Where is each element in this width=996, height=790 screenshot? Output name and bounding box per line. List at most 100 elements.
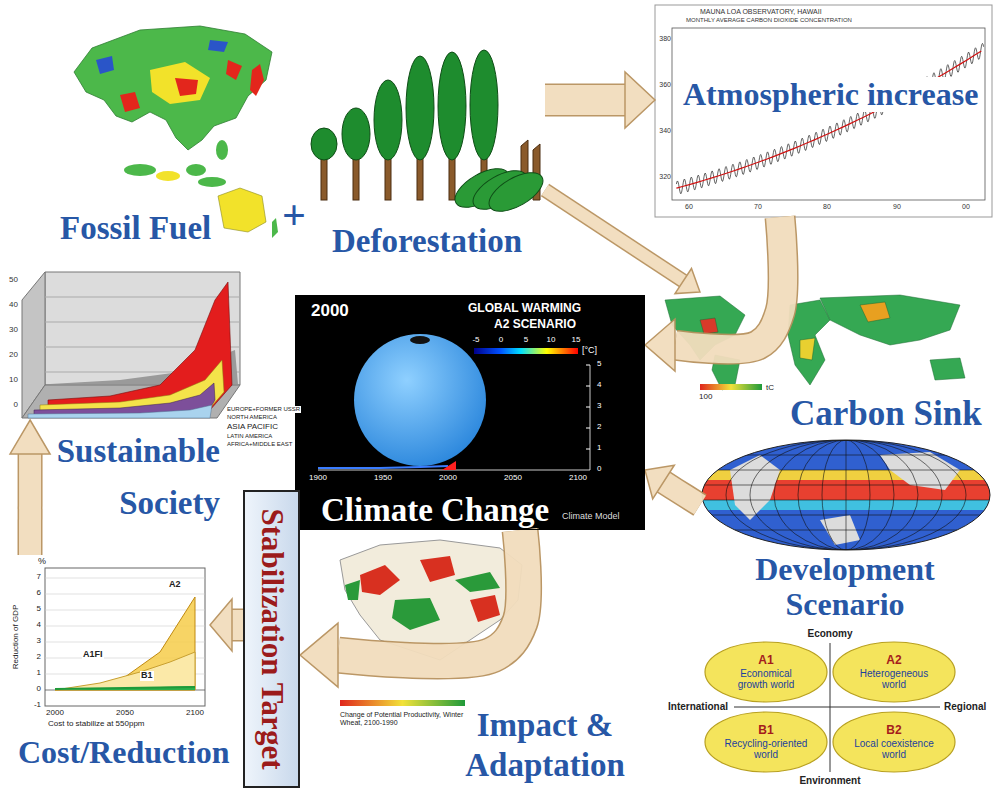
axis-label: 10 bbox=[9, 376, 18, 385]
map-caption: Change of Potential Productivity, Winter… bbox=[340, 711, 465, 726]
climate-model-panel-part bbox=[586, 428, 590, 429]
cost-chart bbox=[45, 568, 205, 706]
scale-label: -5 bbox=[472, 336, 479, 345]
scenario-globe-map-part-part bbox=[880, 452, 960, 490]
axis-label: 0 bbox=[597, 465, 601, 474]
fossil-fuel-map-part bbox=[226, 60, 242, 80]
climate-model-panel-part bbox=[586, 449, 590, 450]
axis-label: 80 bbox=[823, 203, 831, 211]
forest-trees-part bbox=[311, 128, 337, 160]
section-heading: Sustainable Society bbox=[45, 425, 220, 529]
fossil-fuel-map-part bbox=[208, 40, 228, 52]
emission-3d-chart-part bbox=[45, 297, 240, 298]
fossil-fuel-map-part bbox=[124, 164, 156, 176]
axis-label: 3 bbox=[37, 637, 41, 646]
arrow-outline bbox=[338, 530, 524, 661]
impact-map-part bbox=[420, 556, 455, 582]
series-label: A1FI bbox=[82, 650, 104, 660]
scenario-globe-map-part bbox=[702, 440, 990, 550]
flow-arrow bbox=[545, 72, 655, 128]
climate-model-panel-part bbox=[590, 365, 591, 470]
axis-label: 50 bbox=[9, 276, 18, 285]
ellipse-shape bbox=[833, 642, 955, 702]
scenario-code: A2 bbox=[886, 654, 901, 667]
scenario-globe-map-part-part-part bbox=[700, 455, 992, 456]
scenario-globe-map-part-part-part bbox=[822, 440, 870, 550]
axis-label: Regional bbox=[944, 701, 986, 712]
axis-label: 320 bbox=[659, 173, 671, 181]
map-panel: Fossil Fuel bbox=[58, 18, 280, 240]
arrow-outline bbox=[664, 482, 700, 505]
region-label: AFRICA+MIDDLE EAST bbox=[226, 441, 294, 448]
series-label: A2 bbox=[168, 580, 182, 590]
axis-label: 70 bbox=[754, 203, 762, 211]
impact-map-part bbox=[455, 572, 500, 592]
map-title: A2 SCENARIO bbox=[494, 318, 576, 331]
section-heading: Atmospheric increase bbox=[681, 77, 980, 112]
forest-trees-part bbox=[321, 156, 327, 200]
axis-label: 340 bbox=[659, 127, 671, 135]
climate-model-panel bbox=[295, 295, 645, 530]
unit-label: tC bbox=[766, 384, 774, 393]
fossil-fuel-map-part bbox=[186, 164, 206, 176]
scenario-globe-map-part-part-part bbox=[846, 440, 847, 550]
co2-chart-part bbox=[676, 43, 983, 193]
arrow-shaft bbox=[545, 85, 625, 115]
axis-title: Reduction of GDP bbox=[12, 605, 21, 669]
fossil-fuel-map-part bbox=[150, 62, 210, 104]
unit-label: [°C] bbox=[582, 346, 597, 356]
cost-chart-part bbox=[45, 568, 205, 706]
climate-model-panel-part bbox=[318, 466, 448, 468]
scenario-code: B2 bbox=[886, 724, 901, 737]
co2-chart-part bbox=[672, 28, 985, 200]
forest-trees-part bbox=[483, 165, 549, 219]
axis-label: 2 bbox=[597, 423, 601, 432]
scenario-ellipse: B2Local coexistence world bbox=[832, 711, 956, 773]
axis-label: 1 bbox=[37, 669, 41, 678]
axis-label: 3 bbox=[597, 402, 601, 411]
credit-label: Climate Model bbox=[562, 512, 620, 522]
scale-label: 0 bbox=[499, 336, 503, 345]
carbon-sink-map-part bbox=[700, 318, 718, 334]
map-panel: Development Scenario bbox=[700, 438, 992, 552]
cost-chart-part bbox=[55, 652, 195, 690]
forest-trees-part bbox=[470, 50, 498, 160]
forest-trees-part bbox=[342, 108, 370, 160]
arrow-head bbox=[625, 72, 655, 128]
fossil-fuel-map-part bbox=[216, 140, 228, 160]
carbon-sink-map-part bbox=[800, 338, 815, 360]
scenario-globe-map-part-part-part bbox=[726, 440, 966, 550]
region-label: NORTH AMERICA bbox=[226, 414, 278, 421]
fossil-fuel-map-part bbox=[218, 188, 266, 232]
axis-label: 2050 bbox=[504, 474, 522, 483]
impact-map-part bbox=[345, 580, 360, 600]
arrow-head bbox=[675, 268, 700, 293]
forest-trees-part bbox=[417, 156, 423, 200]
scenario-globe-map-part-part bbox=[700, 440, 992, 550]
impact-map-part bbox=[470, 595, 500, 622]
arrow-shaft bbox=[545, 190, 683, 281]
axis-label: 5 bbox=[597, 360, 601, 369]
axis-label: International bbox=[668, 701, 728, 712]
arrow-head bbox=[645, 319, 675, 371]
flow-arrow bbox=[210, 599, 243, 651]
climate-model-panel-part bbox=[442, 461, 456, 470]
climate-model-panel-part bbox=[354, 334, 486, 466]
flow-arrow bbox=[545, 190, 700, 293]
flow-arrow bbox=[300, 530, 524, 687]
fossil-fuel-map-part bbox=[250, 64, 264, 96]
scenario-globe-map-part-part-part bbox=[700, 485, 992, 486]
impact-map bbox=[340, 540, 522, 706]
axis-label: 1950 bbox=[374, 474, 392, 483]
chart-panel: Atmospheric increase bbox=[655, 5, 992, 217]
axis-label: 2000 bbox=[439, 474, 457, 483]
chart-caption: Cost to stabilize at 550ppm bbox=[48, 720, 145, 729]
axis-label: Environment bbox=[799, 775, 860, 786]
flow-arrow bbox=[645, 217, 783, 371]
scenario-globe-map-part bbox=[700, 440, 992, 550]
arrow-outline bbox=[545, 190, 683, 281]
scenario-globe-map-part-part-part bbox=[798, 440, 894, 550]
scenario-code: B1 bbox=[758, 724, 773, 737]
region-label: EUROPE+FORMER USSR bbox=[226, 406, 301, 413]
